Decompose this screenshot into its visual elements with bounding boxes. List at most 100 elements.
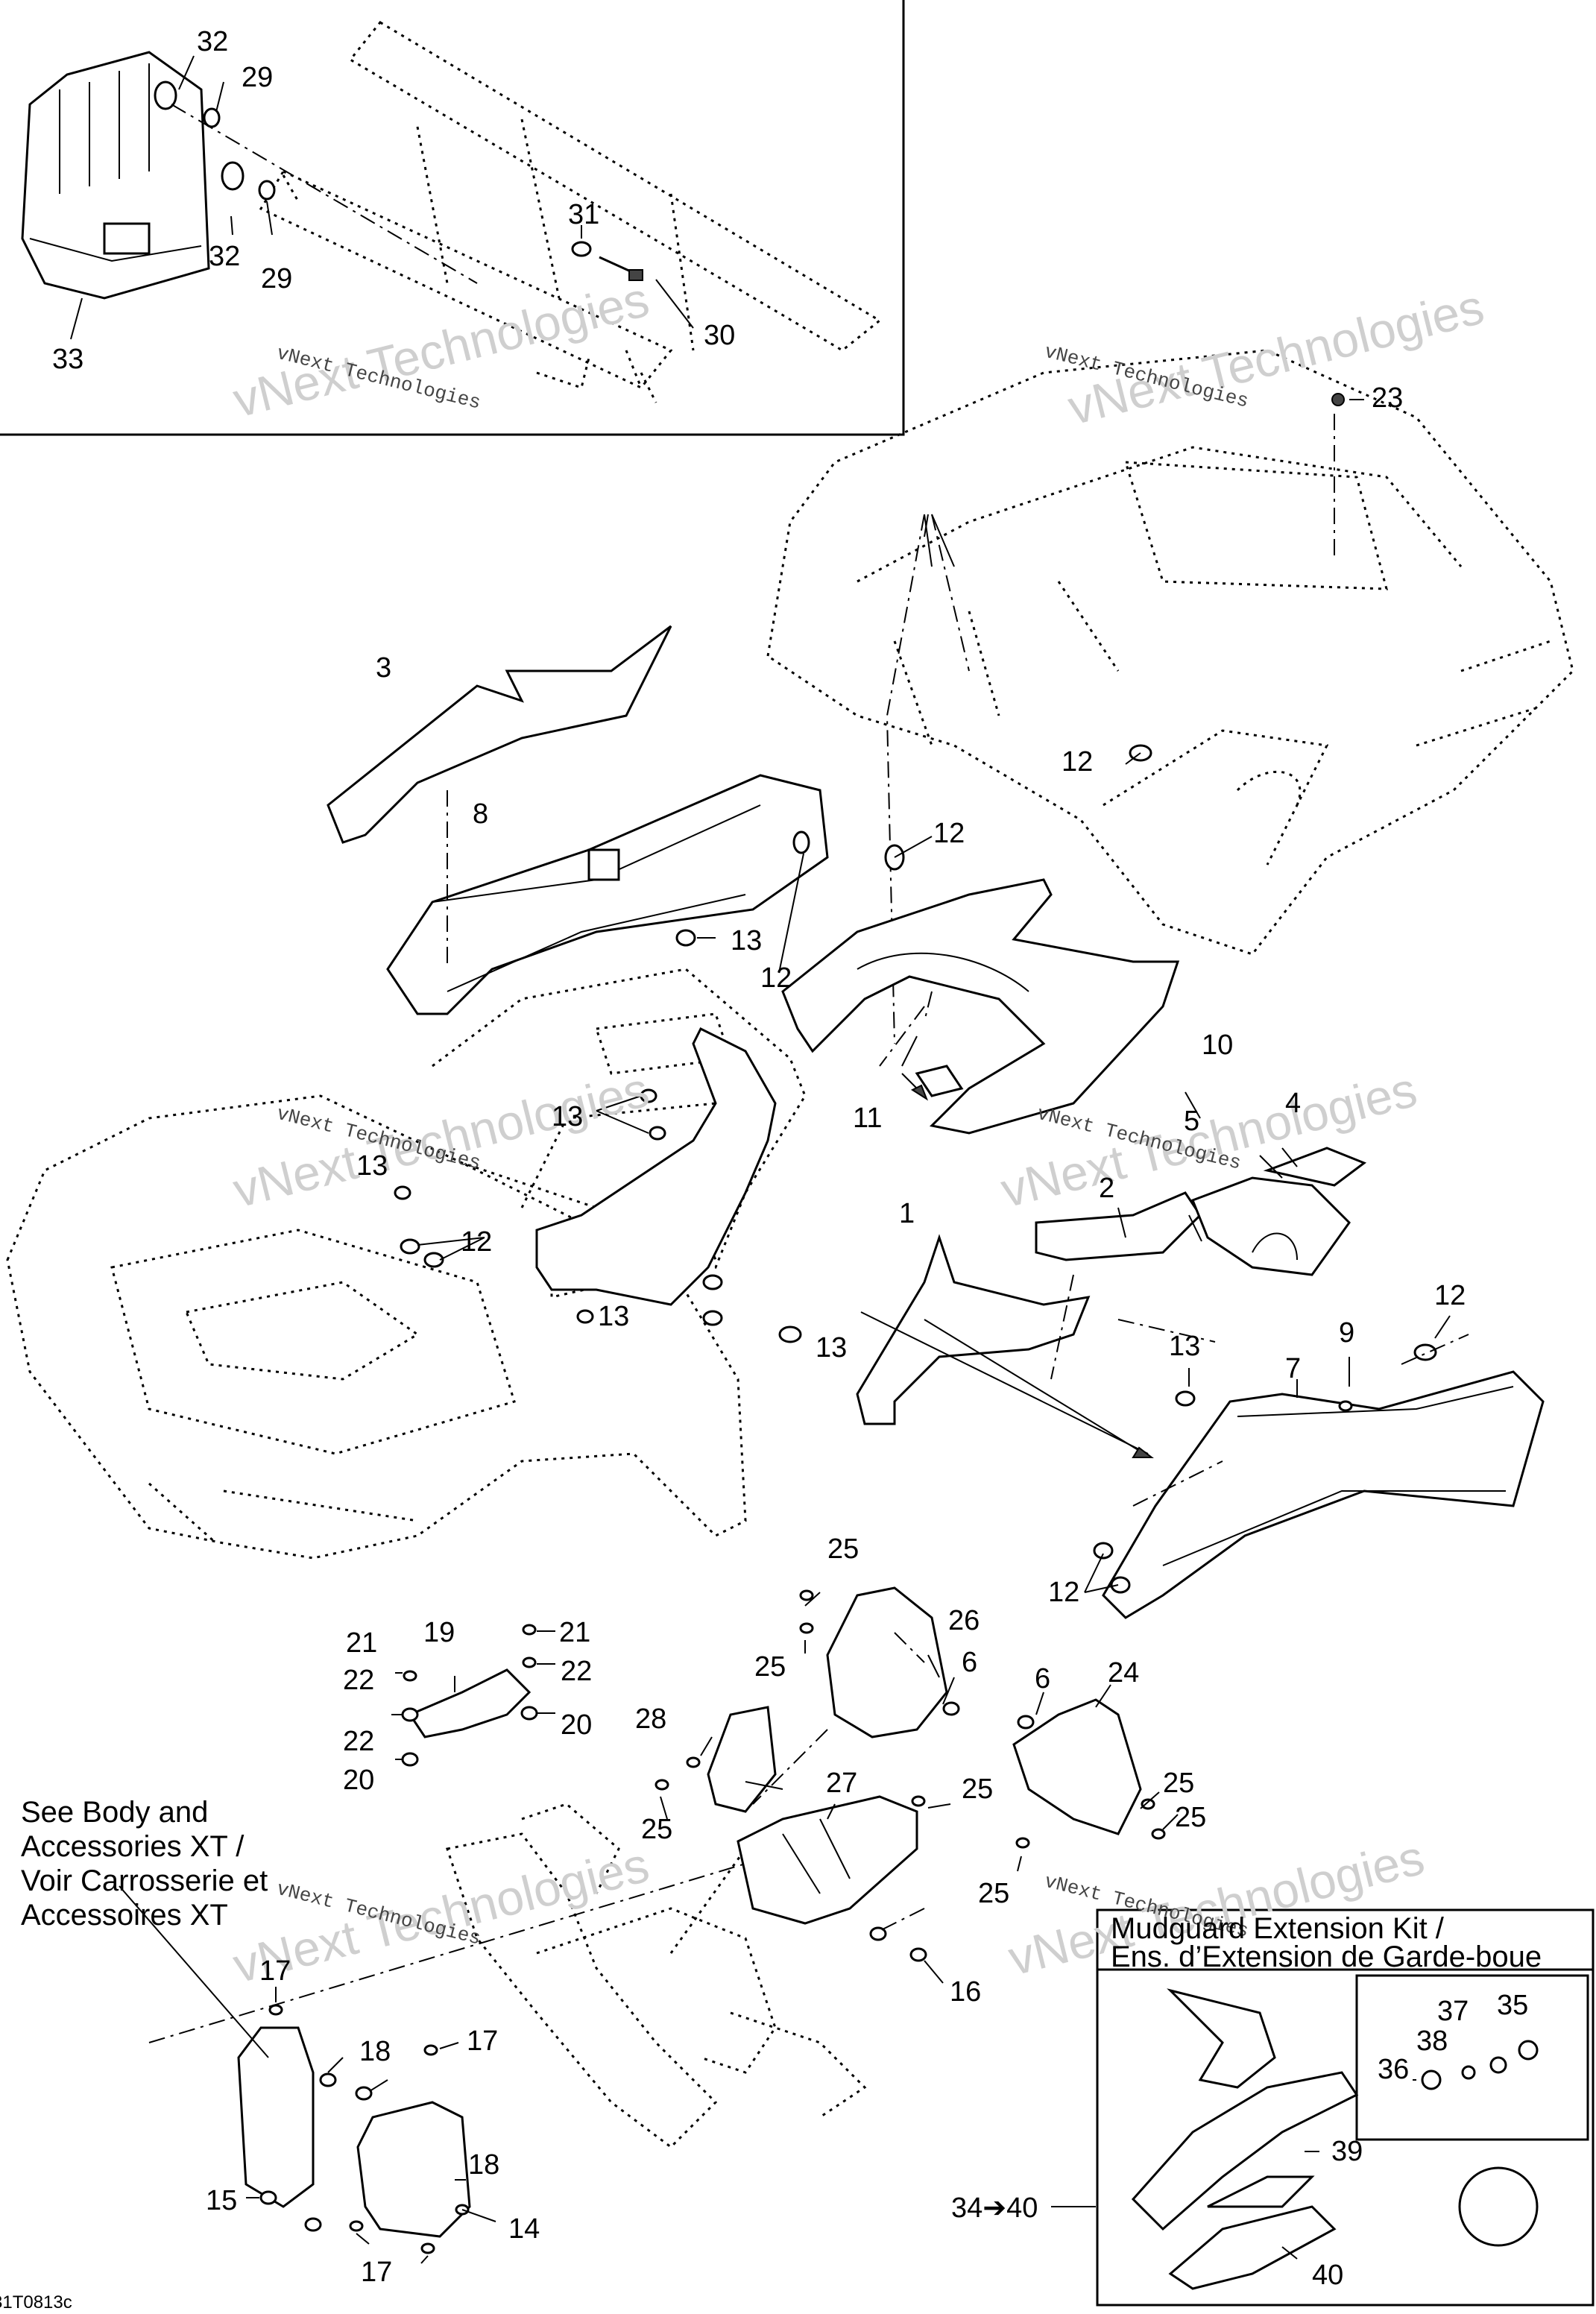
callout-29: 29 [261, 263, 292, 294]
callout-12: 12 [1434, 1280, 1466, 1311]
part-19-bracket [408, 1668, 532, 1738]
callout-2: 2 [1099, 1173, 1114, 1204]
part-28-bracket [707, 1706, 777, 1813]
callout-26: 26 [948, 1605, 980, 1636]
watermark-big: vNext Technologies [227, 1062, 654, 1218]
callout-14: 14 [508, 2213, 540, 2245]
callout-6: 6 [1035, 1663, 1050, 1694]
callout-32: 32 [209, 241, 240, 272]
callout-27: 27 [826, 1768, 857, 1799]
callout-18: 18 [359, 2036, 391, 2067]
callout-38: 38 [1416, 2025, 1448, 2057]
svg-text:See Body and: See Body and [21, 1796, 208, 1829]
part-5-panel [1191, 1176, 1351, 1276]
callout-31: 31 [568, 199, 599, 230]
callout-34-to-40: 34➔40 [951, 2192, 1038, 2224]
callout-5: 5 [1184, 1106, 1199, 1137]
callout-25: 25 [978, 1878, 1009, 1909]
callout-9: 9 [1339, 1317, 1354, 1349]
callout-labels: 32 29 32 29 33 31 30 23 3 8 12 12 13 12 … [52, 26, 1528, 2291]
part-7-right-side-panel [1102, 1370, 1545, 1619]
note-see-body: See Body and Accessories XT / Voir Carro… [21, 1796, 268, 1932]
callout-29: 29 [242, 62, 273, 93]
callout-21: 21 [559, 1617, 590, 1648]
callout-40: 40 [1312, 2260, 1343, 2291]
callout-35: 35 [1497, 1990, 1528, 2021]
callout-24: 24 [1108, 1657, 1139, 1689]
callout-10: 10 [1202, 1030, 1233, 1061]
svg-text:Ens. d’Extension de Garde-boue: Ens. d’Extension de Garde-boue [1111, 1941, 1542, 1973]
callout-11: 11 [853, 1103, 882, 1134]
callout-16: 16 [950, 1976, 981, 2008]
mudguard-kit-box [1096, 1908, 1595, 2307]
callout-6: 6 [962, 1647, 977, 1678]
part-3-decal [327, 625, 672, 844]
part-1-decal [856, 1234, 1091, 1425]
frame-ghost [148, 1803, 867, 2149]
inset-rack-box [0, 0, 905, 436]
figure-code: 31T0813c [0, 2292, 72, 2313]
callout-25: 25 [754, 1651, 786, 1683]
svg-text:Voir Carrosserie et: Voir Carrosserie et [21, 1864, 268, 1897]
callout-17: 17 [259, 1955, 291, 1987]
callout-13: 13 [552, 1101, 583, 1132]
callout-36: 36 [1378, 2054, 1409, 2085]
callout-25: 25 [1163, 1768, 1194, 1799]
callout-8: 8 [473, 798, 488, 830]
callout-20: 20 [343, 1765, 374, 1796]
part-4-bracket [1263, 1147, 1367, 1187]
part-10-rear-center-cover [781, 878, 1180, 1135]
callout-17: 17 [361, 2257, 392, 2288]
callout-3: 3 [376, 652, 391, 684]
callout-25: 25 [827, 1533, 859, 1565]
callout-21: 21 [346, 1627, 377, 1659]
callout-20: 20 [561, 1709, 592, 1741]
callout-13: 13 [1169, 1331, 1200, 1362]
callout-13: 13 [356, 1150, 388, 1182]
part-27-plate [737, 1795, 918, 1925]
callout-13: 13 [598, 1301, 629, 1332]
callout-19: 19 [423, 1617, 455, 1648]
callout-12: 12 [1048, 1577, 1079, 1608]
callout-18: 18 [468, 2149, 499, 2181]
callout-1: 1 [899, 1198, 915, 1229]
part-8-left-side-panel [386, 774, 829, 1015]
callout-12: 12 [1062, 746, 1093, 778]
mudguard-kit-title: Mudguard Extension Kit / Ens. d’Extensio… [1111, 1912, 1542, 1973]
assembly-lines [447, 790, 1469, 1932]
front-bumper-parts [237, 2026, 471, 2238]
callout-7: 7 [1285, 1353, 1301, 1384]
callout-33: 33 [52, 344, 83, 375]
callout-37: 37 [1437, 1996, 1469, 2027]
watermark-big: vNext Technologies [1062, 279, 1489, 435]
callout-12: 12 [461, 1226, 492, 1258]
hardware-fasteners [259, 393, 1437, 2254]
part-11-label [915, 1065, 964, 1097]
callout-25: 25 [962, 1774, 993, 1805]
part-2-panel [1035, 1191, 1202, 1261]
arrow-lines [901, 514, 1154, 1458]
callout-17: 17 [467, 2025, 498, 2057]
callout-25: 25 [1175, 1802, 1206, 1833]
callout-4: 4 [1285, 1088, 1301, 1119]
callout-22: 22 [561, 1656, 592, 1687]
callout-39: 39 [1331, 2136, 1363, 2167]
part-26-bracket [826, 1586, 948, 1738]
part-24-bracket [1012, 1698, 1142, 1835]
leader-lines [119, 399, 1451, 2264]
callout-22: 22 [343, 1726, 374, 1757]
callout-32: 32 [197, 26, 228, 57]
callout-15: 15 [206, 2185, 237, 2216]
callout-12: 12 [933, 818, 965, 849]
callout-23: 23 [1372, 382, 1403, 414]
svg-text:Accessoires XT: Accessoires XT [21, 1899, 228, 1932]
svg-text:Mudguard Extension Kit /: Mudguard Extension Kit / [1111, 1912, 1445, 1945]
callout-30: 30 [704, 320, 735, 351]
callout-22: 22 [343, 1665, 374, 1696]
callout-12: 12 [760, 962, 792, 994]
callout-13: 13 [731, 925, 762, 956]
callout-13: 13 [816, 1332, 847, 1364]
svg-text:Accessories XT /: Accessories XT / [21, 1830, 245, 1863]
